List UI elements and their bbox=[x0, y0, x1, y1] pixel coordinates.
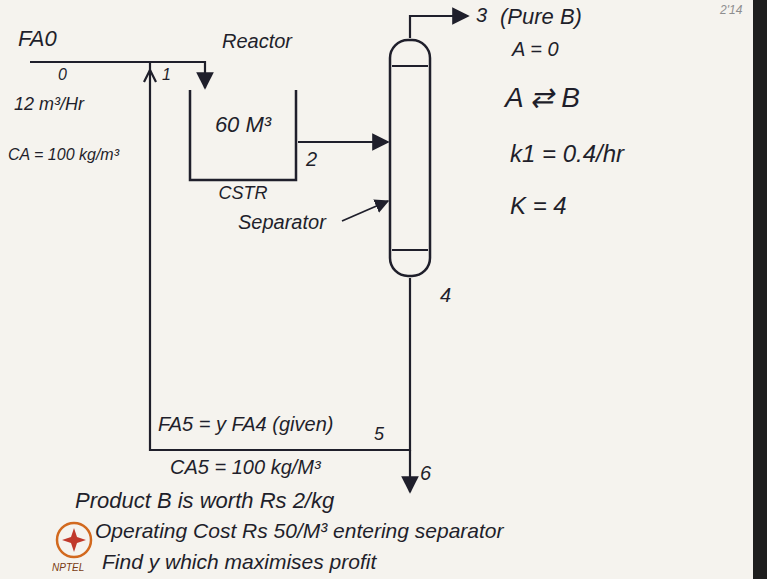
page-edge-shadow bbox=[753, 0, 767, 579]
stream-note: (Pure B) bbox=[500, 4, 582, 29]
problem-note: Product B is worth Rs 2/kg bbox=[75, 488, 334, 513]
top-product-line bbox=[410, 16, 468, 38]
column-tray bbox=[392, 66, 428, 250]
vessel-type: CSTR bbox=[188, 183, 298, 204]
recycle-equation: FA5 = y FA4 (given) bbox=[158, 413, 333, 436]
reaction: A ⇄ B bbox=[505, 82, 580, 114]
leader-arrow bbox=[342, 201, 388, 221]
problem-note: Operating Cost Rs 50/M³ entering separat… bbox=[95, 519, 504, 543]
stream-number: 2 bbox=[304, 148, 319, 171]
column-shell bbox=[390, 40, 430, 276]
logo-ring bbox=[57, 523, 91, 557]
feed-line bbox=[30, 61, 150, 63]
stream-number: 1 bbox=[162, 66, 171, 84]
recycle-concentration: CA5 = 100 kg/M³ bbox=[170, 456, 321, 479]
rate-constant: k1 = 0.4/hr bbox=[510, 140, 624, 168]
equilibrium-constant: K = 4 bbox=[510, 192, 567, 220]
purge-line bbox=[409, 450, 411, 492]
separator-column: Separator bbox=[388, 38, 432, 278]
stream-line bbox=[298, 141, 388, 143]
reactor-vessel: Reactor60 M³CSTR bbox=[188, 88, 298, 210]
logo-star bbox=[62, 528, 86, 552]
stream-number: 0 bbox=[58, 66, 67, 84]
logo-text: NPTEL bbox=[52, 562, 84, 574]
stream-number: 5 bbox=[374, 424, 384, 445]
stream-number: 6 bbox=[420, 462, 431, 485]
stream-note: A = 0 bbox=[512, 38, 559, 61]
vessel-heading: Reactor bbox=[222, 30, 292, 53]
vessel-volume: 60 M³ bbox=[188, 112, 298, 137]
page-mark: 2'14 bbox=[720, 4, 742, 18]
feed-concentration: CA = 100 kg/m³ bbox=[8, 146, 119, 164]
column-outline bbox=[388, 38, 432, 278]
stream-name: FA0 bbox=[18, 26, 57, 51]
stream-number: 4 bbox=[440, 284, 451, 307]
column-heading: Separator bbox=[238, 211, 326, 234]
stream-number: 3 bbox=[476, 4, 487, 27]
stream-line bbox=[150, 62, 410, 450]
flow-rate: 12 m³/Hr bbox=[14, 94, 84, 115]
problem-note: Find y which maximises profit bbox=[102, 550, 376, 574]
